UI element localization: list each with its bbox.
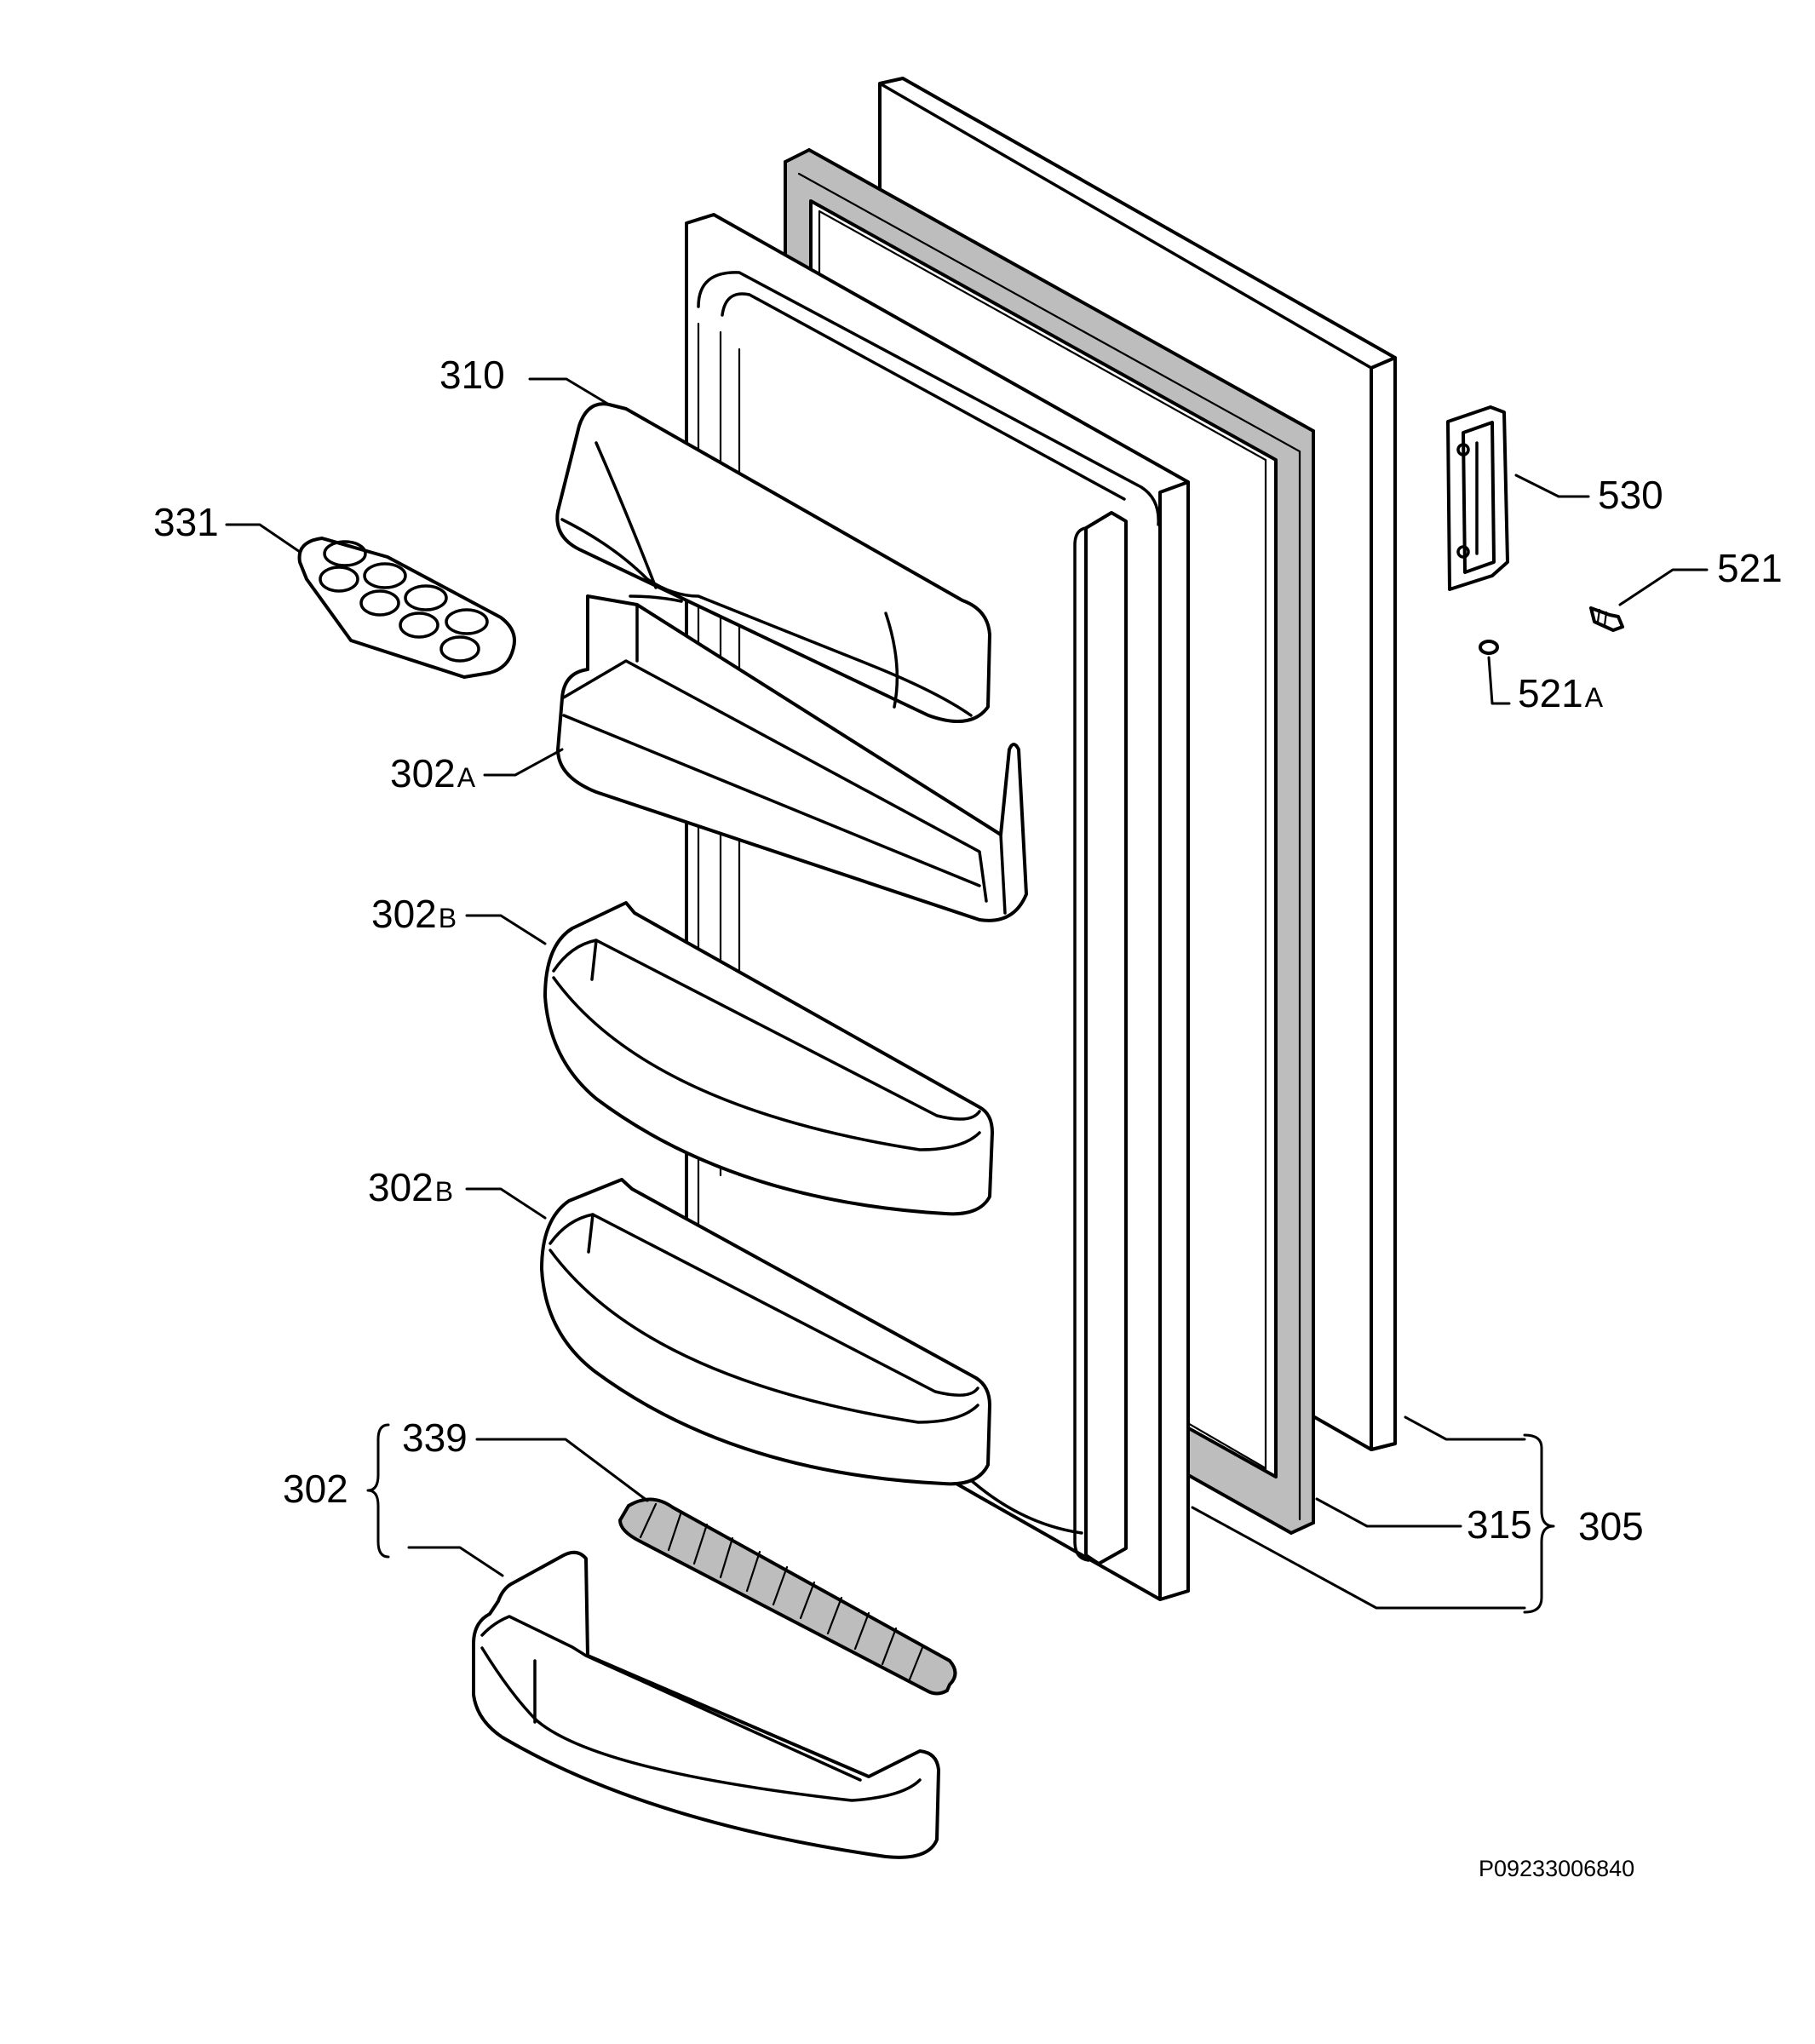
callout-302a: 302A — [390, 751, 476, 795]
door-bin-302b-lower — [540, 1178, 991, 1486]
bottle-retainer — [617, 1497, 957, 1696]
dairy-compartment — [555, 402, 991, 724]
hinge-plate — [1446, 405, 1509, 591]
leader-lines — [225, 377, 1709, 1614]
callout-331: 331 — [153, 500, 219, 544]
egg-tray — [297, 537, 516, 679]
callout-302b-lower: 302B — [368, 1165, 453, 1209]
screw — [1589, 606, 1624, 632]
callout-302: 302 — [283, 1467, 348, 1511]
reference-code: P09233006840 — [1479, 1856, 1634, 1881]
callout-315: 315 — [1467, 1502, 1532, 1547]
door-bin-302b-upper — [543, 901, 994, 1216]
callout-521a: 521A — [1518, 671, 1604, 715]
callout-339: 339 — [402, 1415, 468, 1460]
bottom-bottle-bin — [472, 1550, 940, 1859]
callout-521: 521 — [1717, 546, 1783, 590]
door-bin-302a — [556, 594, 1028, 922]
callout-310: 310 — [439, 353, 505, 397]
callout-305: 305 — [1578, 1504, 1644, 1548]
callout-302b-upper: 302B — [371, 892, 457, 936]
callout-530: 530 — [1598, 473, 1663, 517]
washer — [1479, 640, 1499, 655]
